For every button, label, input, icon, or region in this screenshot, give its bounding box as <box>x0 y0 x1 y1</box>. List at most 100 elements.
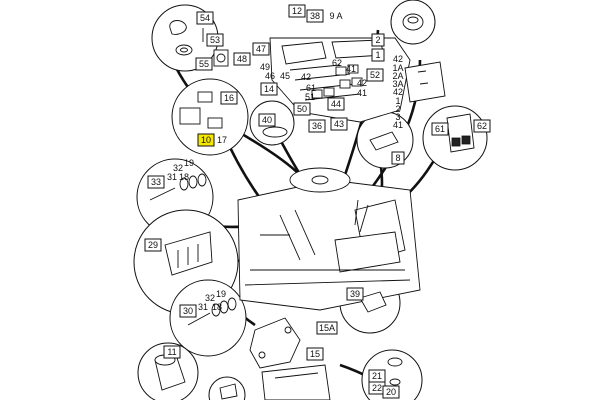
callout-33[interactable]: 33 <box>147 175 165 189</box>
relay-48-dial <box>216 53 226 63</box>
svg-text:21: 21 <box>372 371 382 381</box>
callout-62b[interactable]: 62 <box>473 119 491 133</box>
switch-e <box>311 89 323 99</box>
callout-11[interactable]: 11 <box>163 345 181 359</box>
callout-38[interactable]: 38 <box>306 9 324 23</box>
callout-9a: 9 A <box>329 11 342 21</box>
fuse-16 <box>197 91 213 103</box>
svg-text:11: 11 <box>167 347 176 357</box>
callout-42b: 42 <box>357 78 367 88</box>
svg-text:22: 22 <box>372 383 382 393</box>
svg-text:55: 55 <box>199 59 209 69</box>
switch-c <box>339 79 351 89</box>
callout-14[interactable]: 14 <box>260 82 278 96</box>
svg-text:15A: 15A <box>319 323 335 333</box>
plate-15a-hole-a <box>258 351 266 359</box>
callout-15a[interactable]: 15A <box>316 321 338 335</box>
callout-31b: 31 <box>198 302 208 312</box>
grommet-40 <box>262 126 288 138</box>
clamp-parts <box>169 20 204 56</box>
relay-block <box>179 107 201 125</box>
switch-label-42: 42 <box>393 87 403 97</box>
steering-hub <box>311 175 329 185</box>
clip-39 <box>359 291 387 313</box>
callout-55[interactable]: 55 <box>195 57 213 71</box>
callout-32a: 32 <box>173 163 183 173</box>
callout-20[interactable]: 20 <box>382 385 400 399</box>
callout-10[interactable]: 10 <box>197 133 215 147</box>
rocker-switches <box>404 61 475 153</box>
module-15 <box>261 364 331 400</box>
bracket-29 <box>164 231 213 276</box>
svg-text:44: 44 <box>331 99 341 109</box>
svg-text:50: 50 <box>297 104 307 114</box>
callout-52[interactable]: 52 <box>366 68 384 82</box>
callout-50[interactable]: 50 <box>293 102 311 116</box>
callout-17: 17 <box>217 135 227 145</box>
callout-43[interactable]: 43 <box>330 117 348 131</box>
callout-21[interactable]: 21 <box>368 369 386 383</box>
callout-54[interactable]: 54 <box>196 11 214 25</box>
plate-15a <box>249 317 301 369</box>
callout-51: 51 <box>305 92 315 102</box>
callout-53[interactable]: 53 <box>206 33 224 47</box>
svg-text:16: 16 <box>224 93 234 103</box>
callout-48[interactable]: 48 <box>233 52 251 66</box>
svg-text:33: 33 <box>151 177 161 187</box>
callout-18b: 18 <box>212 302 222 312</box>
svg-text:30: 30 <box>183 306 193 316</box>
callout-36[interactable]: 36 <box>308 119 326 133</box>
module-15-connector <box>274 372 319 379</box>
callout-29[interactable]: 29 <box>144 238 162 252</box>
bolt-set-1 <box>149 173 207 201</box>
callout-39[interactable]: 39 <box>346 287 364 301</box>
callout-1[interactable]: 1 <box>371 48 385 62</box>
svg-text:53: 53 <box>210 35 220 45</box>
control-levers <box>354 199 369 233</box>
callout-12[interactable]: 12 <box>288 4 306 18</box>
callout-8[interactable]: 8 <box>391 151 405 165</box>
cab-assembly <box>237 167 421 311</box>
svg-text:47: 47 <box>256 44 266 54</box>
callout-2a: 2A <box>392 71 403 81</box>
callout-15[interactable]: 15 <box>306 347 324 361</box>
switch-label-2: 2 <box>395 104 400 114</box>
callout-42a: 42 <box>301 72 311 82</box>
svg-text:40: 40 <box>262 115 272 125</box>
callout-44[interactable]: 44 <box>327 97 345 111</box>
svg-text:43: 43 <box>334 119 344 129</box>
nut-19b <box>227 297 237 311</box>
callout-18a: 18 <box>179 172 189 182</box>
rocker-switch-upper-lines <box>417 70 429 85</box>
callout-2[interactable]: 2 <box>371 33 385 47</box>
grommet-hole <box>180 47 188 53</box>
washer-18 <box>188 175 198 189</box>
callout-47[interactable]: 47 <box>252 42 270 56</box>
callout-40[interactable]: 40 <box>258 113 276 127</box>
callout-61b[interactable]: 61 <box>431 122 449 136</box>
callout-30[interactable]: 30 <box>179 304 197 318</box>
svg-text:48: 48 <box>237 54 247 64</box>
rocker-switch-lower-knob-a <box>451 137 461 147</box>
svg-text:2: 2 <box>375 35 380 45</box>
svg-text:36: 36 <box>312 121 322 131</box>
washer-18b <box>219 300 229 314</box>
switch-a <box>335 66 347 76</box>
rocker-switch-upper <box>404 61 446 103</box>
callout-19a: 19 <box>184 158 194 168</box>
callout-22[interactable]: 22 <box>368 381 386 395</box>
knob-top <box>407 16 419 24</box>
washer-20 <box>387 357 403 367</box>
callout-62a: 62 <box>332 58 342 68</box>
switch-f <box>323 87 335 97</box>
callout-41a: 41 <box>346 64 356 74</box>
bolt-30 <box>187 312 211 326</box>
callout-16[interactable]: 16 <box>220 91 238 105</box>
nut-19 <box>197 173 207 187</box>
rocker-switch-lower-knob-b <box>461 135 471 145</box>
svg-text:1: 1 <box>375 50 380 60</box>
washer-31 <box>179 177 189 191</box>
svg-text:29: 29 <box>148 240 158 250</box>
callout-49: 49 <box>260 62 270 72</box>
